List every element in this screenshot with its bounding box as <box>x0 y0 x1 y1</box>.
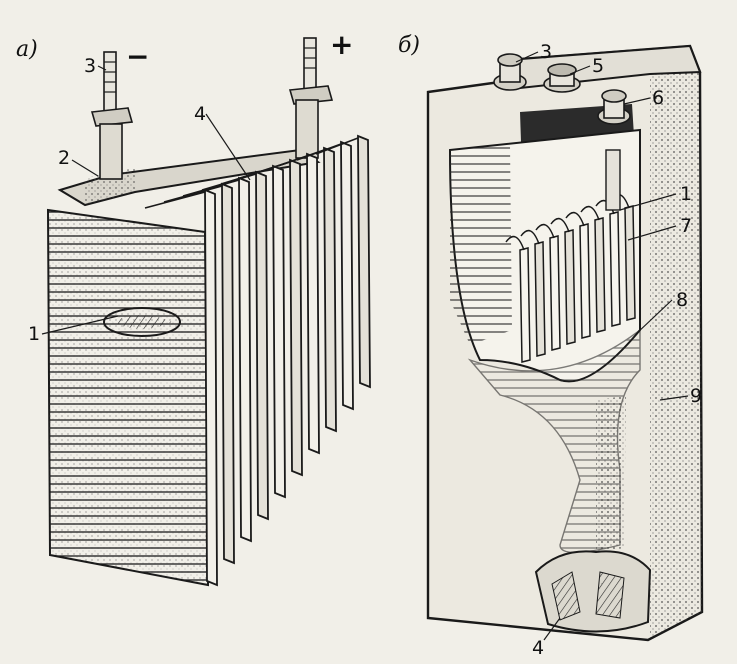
callout-a-1: 1 <box>28 323 40 345</box>
cell-plate <box>534 241 546 357</box>
vent-plug <box>543 63 581 93</box>
cell-plate <box>594 217 606 333</box>
plate-top-edge <box>315 137 359 155</box>
leader-lines-b <box>515 51 689 641</box>
plate-top-edge <box>144 191 206 209</box>
cell-plate-lug <box>505 235 525 251</box>
plate <box>357 134 371 389</box>
callout-b-8: 8 <box>676 289 688 311</box>
cell-terminal-right <box>597 89 631 211</box>
sediment-sump <box>534 550 652 633</box>
cell-cutaway-drawing <box>426 44 704 642</box>
callout-b-7: 7 <box>680 215 692 237</box>
cell-plate <box>519 247 531 363</box>
callout-a-2: 2 <box>58 147 70 169</box>
plate <box>255 170 269 521</box>
negative-terminal <box>90 51 134 180</box>
callout-b-5: 5 <box>592 55 604 77</box>
plate <box>289 158 303 477</box>
callout-b-4: 4 <box>532 637 544 659</box>
plate <box>221 182 235 565</box>
interleaved-plates <box>144 134 371 587</box>
panel-a-tag: а) <box>16 37 38 62</box>
callout-a-3: 3 <box>84 55 96 77</box>
plus-sign: + <box>330 28 353 61</box>
cell-plates <box>505 193 636 363</box>
panel-b-tag: б) <box>398 33 420 58</box>
positive-terminal <box>288 37 334 159</box>
cell-plate <box>564 229 576 345</box>
cell-plate-lug <box>520 229 540 245</box>
plate <box>272 164 286 499</box>
plate-top-edge <box>163 185 223 203</box>
callout-b-6: 6 <box>652 87 664 109</box>
cell-plate-lug <box>580 205 600 221</box>
plate-group-drawing <box>46 37 371 587</box>
callout-b-1: 1 <box>680 183 692 205</box>
cell-plate <box>549 235 561 351</box>
cell-terminal-left <box>493 53 527 91</box>
plate <box>323 146 337 433</box>
cell-plate-lug <box>565 211 585 227</box>
callout-a-4: 4 <box>194 103 206 125</box>
minus-sign: − <box>126 40 149 73</box>
cell-plate-lug <box>550 217 570 233</box>
callout-b-9: 9 <box>690 385 702 407</box>
leader-lines-a <box>41 65 251 335</box>
cell-plate <box>624 205 636 321</box>
plate-emblem <box>103 307 181 337</box>
cell-plate <box>609 211 621 327</box>
cell-plate-lug <box>535 223 555 239</box>
cell-plate <box>579 223 591 339</box>
plate <box>340 140 354 411</box>
plate <box>204 188 218 587</box>
callout-b-3: 3 <box>540 41 552 63</box>
plate <box>238 176 252 543</box>
plate <box>306 152 320 455</box>
